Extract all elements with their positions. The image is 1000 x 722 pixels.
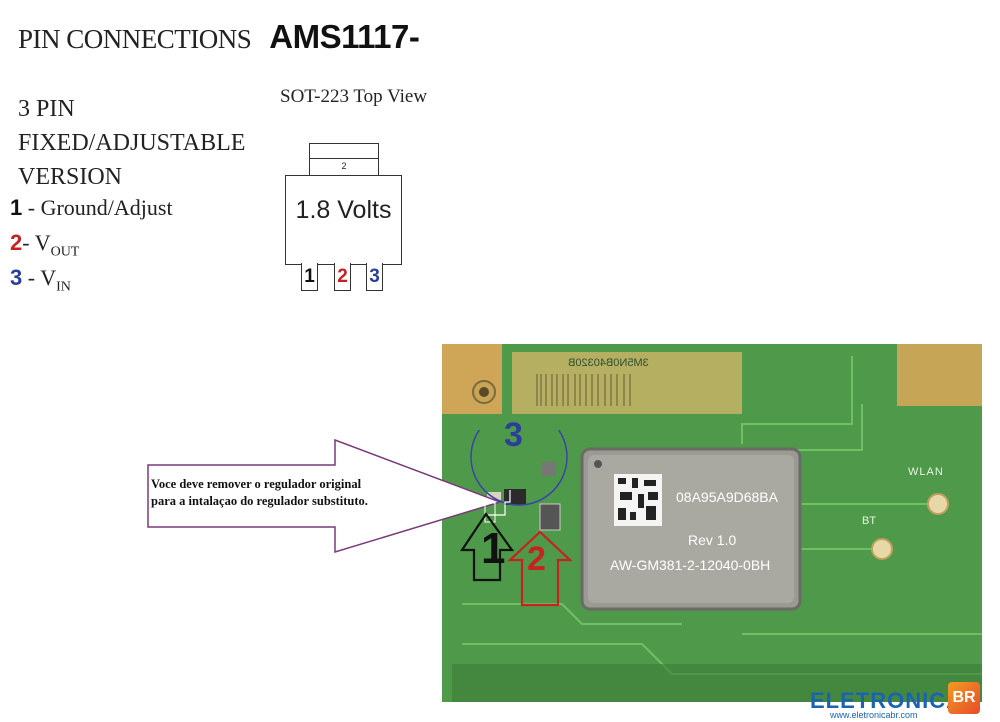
- package-leg-1: 1: [301, 263, 318, 291]
- module-rev: Rev 1.0: [688, 532, 737, 548]
- pin-number: 1: [10, 195, 23, 220]
- pin-separator: -: [22, 195, 41, 220]
- pin3-circle: [470, 430, 568, 506]
- board-serial: 3M5N0B40320B: [568, 357, 649, 369]
- marker-pin-2: 2: [527, 540, 546, 578]
- pin-legend-2: 2- VOUT: [10, 230, 79, 260]
- callout-line-1: Voce deve remover o regulador original: [151, 477, 362, 491]
- pin-number: 3: [10, 265, 23, 290]
- pin2-arrow: [507, 530, 573, 607]
- brand-url: www.eletronicabr.com: [830, 710, 918, 720]
- callout-line-2: para a intalaçao do regulador substituto…: [151, 494, 368, 508]
- pin-trace: [485, 490, 511, 516]
- version-line-2: VERSION: [18, 164, 123, 190]
- view-label: SOT-223 Top View: [280, 86, 428, 107]
- package-leg-2: 2: [334, 263, 351, 291]
- callout-text: Voce deve remover o regulador original p…: [151, 476, 451, 510]
- marker-pin-1: 1: [481, 524, 506, 573]
- part-number: AMS1117-: [269, 18, 420, 55]
- page-title: PIN CONNECTIONS AMS1117-: [18, 18, 420, 56]
- version-label: 3 PIN FIXED/ADJUSTABLE VERSION: [18, 92, 288, 194]
- pin-label: Ground/Adjust: [40, 195, 173, 220]
- module-part: AW-GM381-2-12040-0BH: [610, 557, 771, 573]
- pin-subscript: OUT: [50, 244, 80, 260]
- package-leg-3: 3: [366, 263, 383, 291]
- package-tab: 2: [309, 143, 379, 177]
- package-tab-pin: 2: [310, 158, 378, 175]
- module-id: 08A95A9D68BA: [676, 489, 778, 505]
- pin-subscript: IN: [56, 279, 71, 295]
- callout-arrow-shape: [147, 438, 503, 554]
- callout-arrow: [147, 430, 573, 607]
- title-text: PIN CONNECTIONS: [18, 24, 252, 54]
- board-photo: 3M5N0B40320B 08A95A9D68BA Rev 1.0 AW-GM3…: [442, 344, 982, 702]
- pin-legend-1: 1 - Ground/Adjust: [10, 195, 173, 221]
- package-voltage: 1.8 Volts: [295, 196, 392, 224]
- wlan-label: WLAN: [908, 466, 944, 478]
- pin1-arrow: [459, 512, 515, 582]
- brand-badge: BR: [948, 682, 980, 714]
- pin-separator: -: [22, 230, 35, 255]
- pin-label: V: [34, 230, 51, 255]
- version-line-1: 3 PIN FIXED/ADJUSTABLE: [18, 96, 246, 156]
- marker-pin-3: 3: [504, 416, 523, 454]
- pin-number: 2: [10, 230, 23, 255]
- brand-logo: ELETRONICA: [810, 688, 963, 713]
- board-drawing: [442, 344, 982, 702]
- package-body: 1.8 Volts: [285, 175, 402, 265]
- pin-label: V: [40, 265, 57, 290]
- bt-label: BT: [862, 515, 877, 527]
- pin-legend-3: 3 - VIN: [10, 265, 71, 295]
- pin-separator: -: [22, 265, 41, 290]
